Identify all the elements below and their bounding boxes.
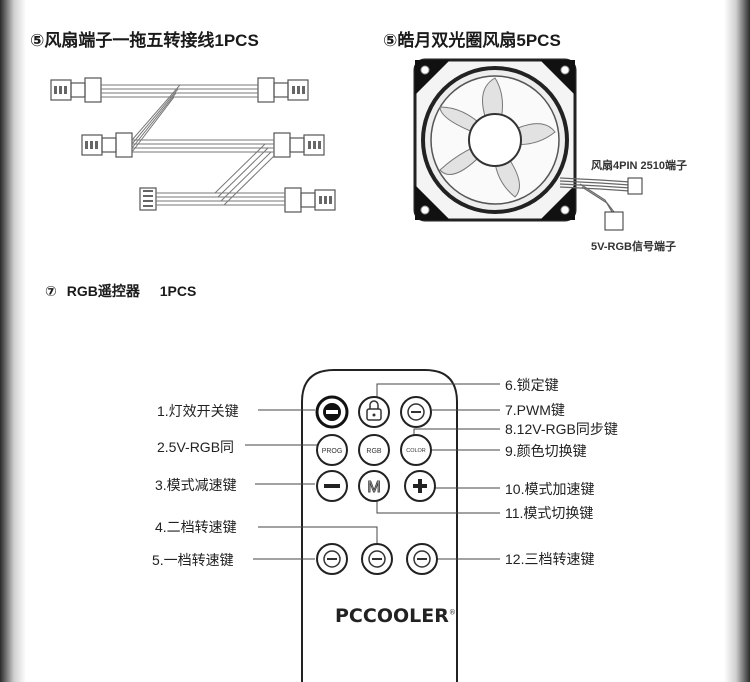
label-pwm: 7.PWM键 bbox=[505, 402, 565, 418]
remote-section-marker: ⑦ bbox=[45, 283, 57, 299]
cable-section-title: ⑤风扇端子一拖五转接线1PCS bbox=[30, 31, 259, 50]
lock-button[interactable] bbox=[358, 396, 390, 428]
speed-3-button[interactable] bbox=[406, 543, 438, 575]
remote-section-title: ⑦ RGB遥控器 1PCS bbox=[45, 281, 196, 301]
pwm-button[interactable] bbox=[400, 396, 432, 428]
label-power-button: 1.灯效开关键 bbox=[157, 403, 239, 419]
prog-button-label: PROG bbox=[322, 448, 343, 455]
fan-rgb-connector-label: 5V-RGB信号端子 bbox=[591, 241, 676, 253]
label-speed-2: 4.二档转速键 bbox=[155, 519, 237, 535]
color-button[interactable]: COLOR bbox=[400, 434, 432, 466]
fan-section-title: ⑤皓月双光圈风扇5PCS bbox=[383, 31, 561, 50]
mode-decrease-button[interactable] bbox=[316, 470, 348, 502]
mode-switch-button[interactable]: M bbox=[358, 470, 390, 502]
plus-icon bbox=[413, 479, 427, 493]
color-button-label: COLOR bbox=[406, 448, 426, 454]
speed-2-button[interactable] bbox=[361, 543, 393, 575]
mode-button-label: M bbox=[367, 479, 380, 496]
label-color-switch: 9.颜色切换键 bbox=[505, 443, 587, 459]
label-mode-switch: 11.模式切换键 bbox=[505, 505, 594, 521]
label-mode-increase: 10.模式加速键 bbox=[505, 481, 595, 497]
label-mode-decrease: 3.模式减速键 bbox=[155, 477, 237, 493]
splitter-cable-illustration bbox=[50, 77, 336, 213]
speed-1-button[interactable] bbox=[316, 543, 348, 575]
label-lock: 6.锁定键 bbox=[505, 377, 559, 393]
rgb-button-label: RGB bbox=[366, 448, 382, 455]
prog-button[interactable]: PROG bbox=[316, 434, 348, 466]
remote-section-name: RGB遥控器 bbox=[66, 283, 140, 299]
label-12v-rgb-sync: 8.12V-RGB同步键 bbox=[505, 421, 618, 437]
fan-4pin-connector-label: 风扇4PIN 2510端子 bbox=[591, 160, 687, 172]
rgb-button[interactable]: RGB bbox=[358, 434, 390, 466]
dual-ring-fan-illustration bbox=[413, 58, 577, 222]
label-speed-3: 12.三档转速键 bbox=[505, 551, 595, 567]
remote-section-qty: 1PCS bbox=[159, 283, 197, 299]
fan-cables bbox=[560, 177, 643, 231]
minus-icon bbox=[324, 484, 340, 488]
label-5v-rgb-sync: 2.5V-RGB同 bbox=[157, 439, 235, 455]
remote-brand-text: PCCOOLER bbox=[335, 605, 449, 627]
label-speed-1: 5.一档转速键 bbox=[152, 552, 234, 568]
power-button[interactable] bbox=[315, 395, 349, 429]
remote-brand-logo: PCCOOLER® bbox=[335, 605, 456, 627]
mode-increase-button[interactable] bbox=[404, 470, 436, 502]
